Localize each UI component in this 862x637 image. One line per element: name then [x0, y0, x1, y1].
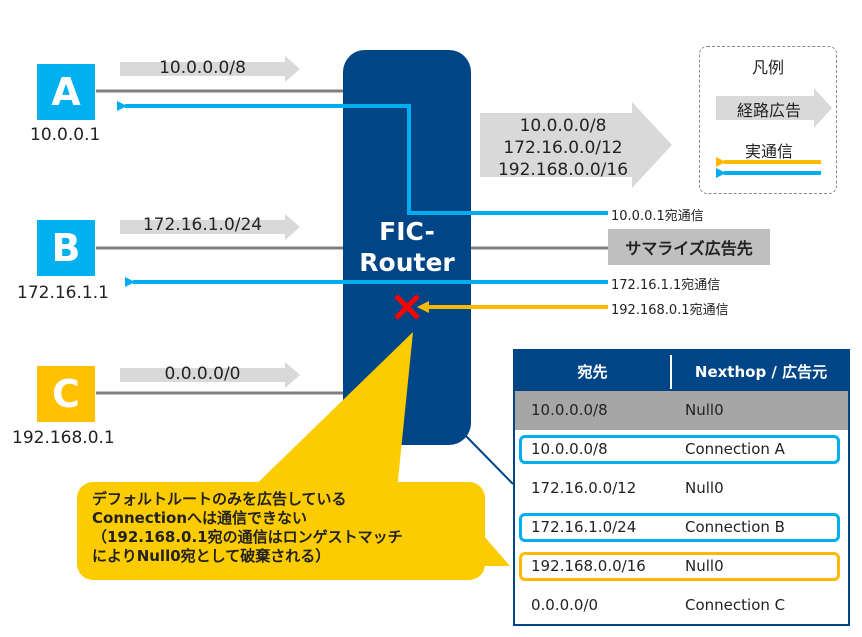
legend-comm-label: 実通信	[744, 142, 793, 161]
route-destination: 0.0.0.0/0	[531, 596, 599, 614]
node-b-ip: 172.16.1.1	[17, 283, 109, 303]
route-nexthop: Connection C	[685, 596, 786, 614]
route-nexthop: Null0	[685, 479, 724, 497]
summary-advert-arrow	[480, 102, 672, 188]
summary-route-1: 10.0.0.0/8	[519, 116, 607, 136]
flow-label-a: 10.0.0.1宛通信	[611, 209, 704, 224]
callout-line-2: Connectionへは通信できない	[92, 509, 308, 527]
route-destination: 10.0.0.0/8	[531, 440, 608, 458]
legend-box	[699, 46, 837, 194]
node-b: B	[37, 220, 95, 276]
node-c-letter: C	[52, 372, 80, 416]
route-table-row: 172.16.0.0/12 Null0	[515, 469, 848, 508]
route-nexthop: Connection A	[685, 440, 785, 458]
router-label: FIC- Router	[343, 216, 471, 278]
route-nexthop: Connection B	[685, 518, 785, 536]
callout-line-3: （192.168.0.1宛の通信はロンゲストマッチ	[92, 528, 403, 546]
legend-title: 凡例	[751, 58, 784, 77]
router-label-line2: Router	[359, 248, 455, 277]
header-destination: 宛先	[577, 362, 608, 381]
route-table-header: 宛先 Nexthop / 広告元	[515, 351, 848, 391]
node-b-letter: B	[51, 226, 81, 270]
route-highlight-blue	[519, 435, 840, 464]
advert-label-a: 10.0.0.0/8	[159, 58, 246, 78]
advert-arrow-b	[120, 214, 300, 240]
node-a: A	[37, 64, 95, 120]
callout-box	[77, 482, 485, 580]
summary-advert-label: 10.0.0.0/8 172.16.0.0/12 192.168.0.0/16	[478, 115, 648, 181]
route-table-row: 10.0.0.0/8 Null0	[515, 391, 848, 430]
route-table-row: 172.16.1.0/24 Connection B	[515, 508, 848, 547]
route-table-row: 10.0.0.0/8 Connection A	[515, 430, 848, 469]
route-destination: 10.0.0.0/8	[531, 401, 608, 419]
route-destination: 192.168.0.0/16	[531, 557, 646, 575]
route-nexthop: Null0	[685, 557, 724, 575]
callout-text: デフォルトルートのみを広告している Connectionへは通信できない （19…	[92, 490, 482, 566]
advert-label-b: 172.16.1.0/24	[142, 215, 263, 235]
node-c: C	[37, 366, 95, 422]
callout-line-1: デフォルトルートのみを広告している	[92, 490, 347, 508]
route-table-row: 0.0.0.0/0 Connection C	[515, 586, 848, 625]
route-destination: 172.16.1.0/24	[531, 518, 637, 536]
route-highlight-yellow	[519, 552, 840, 581]
summary-route-2: 172.16.0.0/12	[503, 138, 623, 158]
route-highlight-blue	[519, 513, 840, 542]
router-label-line1: FIC-	[379, 217, 435, 246]
callout-line-4: によりNull0宛として破棄される）	[92, 547, 331, 565]
legend-advert-label: 経路広告	[736, 101, 801, 120]
flow-label-b: 172.16.1.1宛通信	[611, 278, 721, 293]
header-nexthop: Nexthop / 広告元	[694, 362, 828, 381]
flow-label-c: 192.168.0.1宛通信	[611, 303, 729, 318]
summary-target-box: サマライズ広告先	[608, 229, 770, 265]
node-c-ip: 192.168.0.1	[12, 428, 115, 448]
route-table-row: 192.168.0.0/16 Null0	[515, 547, 848, 586]
advert-label-c: 0.0.0.0/0	[164, 364, 241, 384]
header-separator	[670, 355, 672, 389]
node-a-letter: A	[51, 70, 81, 114]
route-destination: 172.16.0.0/12	[531, 479, 637, 497]
summary-route-3: 192.168.0.0/16	[497, 160, 629, 180]
route-nexthop: Null0	[685, 401, 724, 419]
legend-advert-arrow	[716, 88, 832, 128]
advert-arrow-a	[120, 56, 300, 82]
node-a-ip: 10.0.0.1	[30, 125, 101, 145]
